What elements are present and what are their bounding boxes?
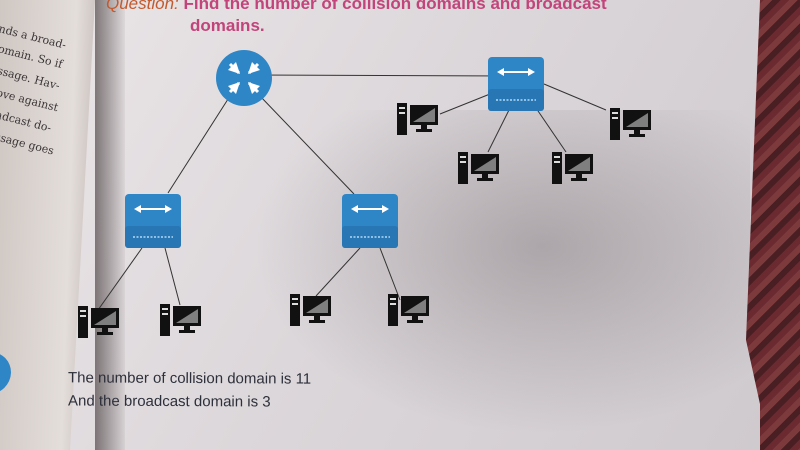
link-router-switch-top bbox=[243, 74, 517, 77]
computer-icon bbox=[290, 294, 331, 326]
switch-icon bbox=[124, 193, 182, 249]
link-router-switch-left bbox=[167, 95, 231, 194]
book-page bbox=[70, 0, 760, 450]
switch-icon bbox=[341, 193, 399, 249]
link bbox=[164, 247, 181, 306]
computer-icon bbox=[160, 304, 201, 336]
question-label: Question: bbox=[106, 0, 179, 13]
book-spine bbox=[95, 0, 125, 450]
switch-icon bbox=[487, 56, 545, 112]
question-heading: Question: Find the number of collision d… bbox=[106, 0, 607, 14]
answer-line1: The number of collision domain is 11 bbox=[67, 369, 312, 388]
computer-icon bbox=[458, 152, 499, 184]
router-icon bbox=[216, 50, 272, 106]
link bbox=[97, 247, 143, 311]
computer-icon bbox=[397, 103, 438, 135]
link bbox=[379, 247, 401, 301]
question-text-line1: Find the number of collision domains and… bbox=[183, 0, 607, 13]
link bbox=[535, 107, 567, 153]
computer-icon bbox=[610, 108, 651, 140]
computer-icon bbox=[78, 306, 119, 338]
link bbox=[543, 83, 607, 111]
question-text-line2: domains. bbox=[190, 16, 265, 35]
computer-icon bbox=[388, 294, 429, 326]
link-router-switch-middle bbox=[259, 95, 355, 195]
answer-line2: And the broadcast domain is 3 bbox=[67, 392, 271, 411]
computer-icon bbox=[552, 152, 593, 184]
link bbox=[315, 247, 361, 297]
link bbox=[487, 107, 511, 153]
